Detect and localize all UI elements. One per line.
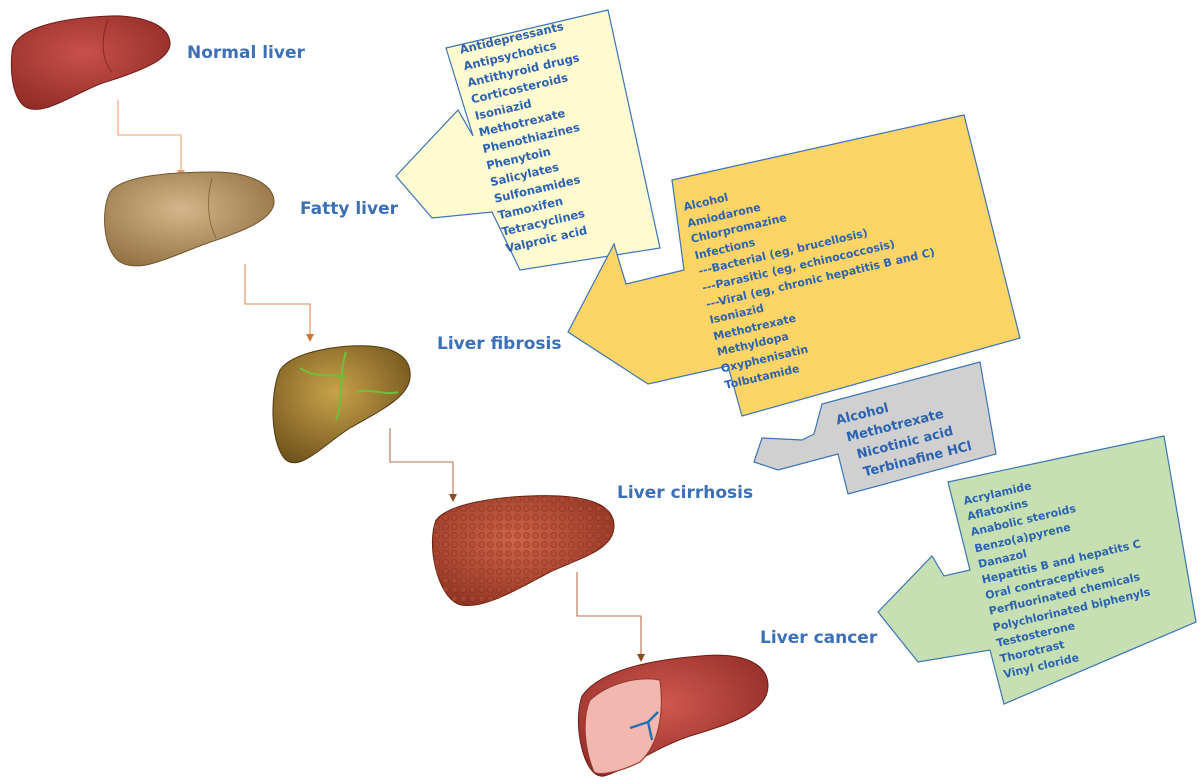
cirrhosis-liver-image	[432, 496, 614, 606]
connector-normal-fatty	[118, 100, 185, 178]
cancer-liver-image	[578, 655, 768, 776]
stage-label-liver-cirrhosis: Liver cirrhosis	[617, 483, 753, 503]
stage-label-liver-cancer: Liver cancer	[760, 628, 877, 648]
stage-label-fatty-liver: Fatty liver	[300, 199, 398, 219]
connector-fibrosis-cirrhosis	[390, 428, 457, 502]
stage-label-liver-fibrosis: Liver fibrosis	[437, 334, 561, 354]
fatty-liver-image	[105, 172, 275, 266]
normal-liver-image	[11, 16, 170, 110]
stage-label-normal-liver: Normal liver	[187, 43, 305, 63]
connector-cirrhosis-cancer	[577, 572, 645, 662]
connector-fatty-fibrosis	[245, 264, 314, 342]
